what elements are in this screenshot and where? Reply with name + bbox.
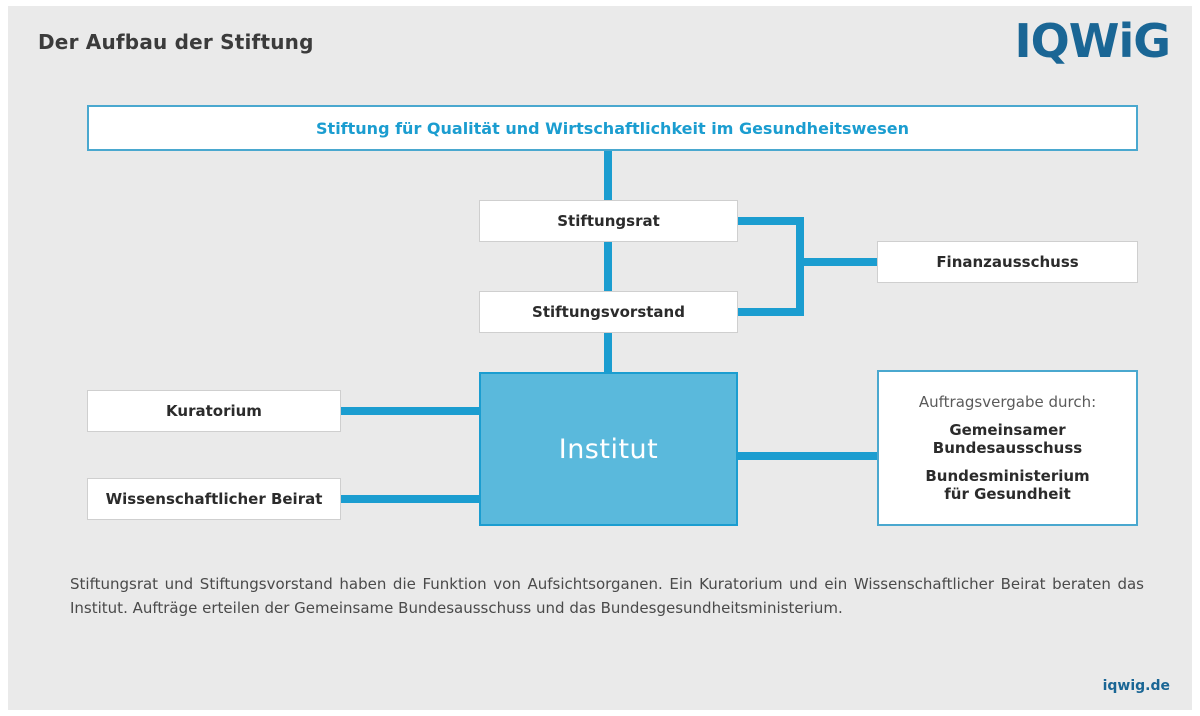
connector-advisory-to-institute <box>339 495 483 503</box>
node-board-of-trustees[interactable]: Stiftungsrat <box>479 200 738 242</box>
node-board-of-trustees-label: Stiftungsrat <box>557 212 660 230</box>
connector-bracket-to-finance <box>796 258 881 266</box>
node-scientific-advisory-board-label: Wissenschaftlicher Beirat <box>105 490 323 508</box>
diagram-panel: Der Aufbau der Stiftung IQWiG iqwig.de S… <box>8 6 1192 710</box>
commissioning-heading: Auftragsvergabe durch: <box>918 392 1097 411</box>
node-scientific-advisory-board[interactable]: Wissenschaftlicher Beirat <box>87 478 341 520</box>
node-institute[interactable]: Institut <box>479 372 738 526</box>
connector-curatorship-to-institute <box>339 407 483 415</box>
node-finance-committee[interactable]: Finanzausschuss <box>877 241 1138 283</box>
footer-url: iqwig.de <box>1102 678 1170 694</box>
node-finance-committee-label: Finanzausschuss <box>936 253 1079 271</box>
node-foundation-label: Stiftung für Qualität und Wirtschaftlich… <box>316 118 909 138</box>
node-curatorship[interactable]: Kuratorium <box>87 390 341 432</box>
connector-board-bracket-bottom <box>736 308 804 316</box>
page-title: Der Aufbau der Stiftung <box>38 30 314 54</box>
node-foundation[interactable]: Stiftung für Qualität und Wirtschaftlich… <box>87 105 1138 151</box>
node-curatorship-label: Kuratorium <box>166 402 262 420</box>
iqwig-logo: IQWiG <box>1014 14 1171 68</box>
connector-institute-to-commissioning <box>736 452 881 460</box>
connector-foundation-to-board <box>604 149 612 202</box>
connector-executive-to-institute <box>604 331 612 374</box>
node-executive-board-label: Stiftungsvorstand <box>532 303 685 321</box>
caption-text: Stiftungsrat und Stiftungsvorstand haben… <box>70 575 1144 618</box>
node-executive-board[interactable]: Stiftungsvorstand <box>479 291 738 333</box>
connector-board-bracket-vertical <box>796 217 804 316</box>
connector-board-to-executive <box>604 240 612 293</box>
node-institute-label: Institut <box>558 433 659 465</box>
connector-board-bracket-top <box>736 217 804 225</box>
